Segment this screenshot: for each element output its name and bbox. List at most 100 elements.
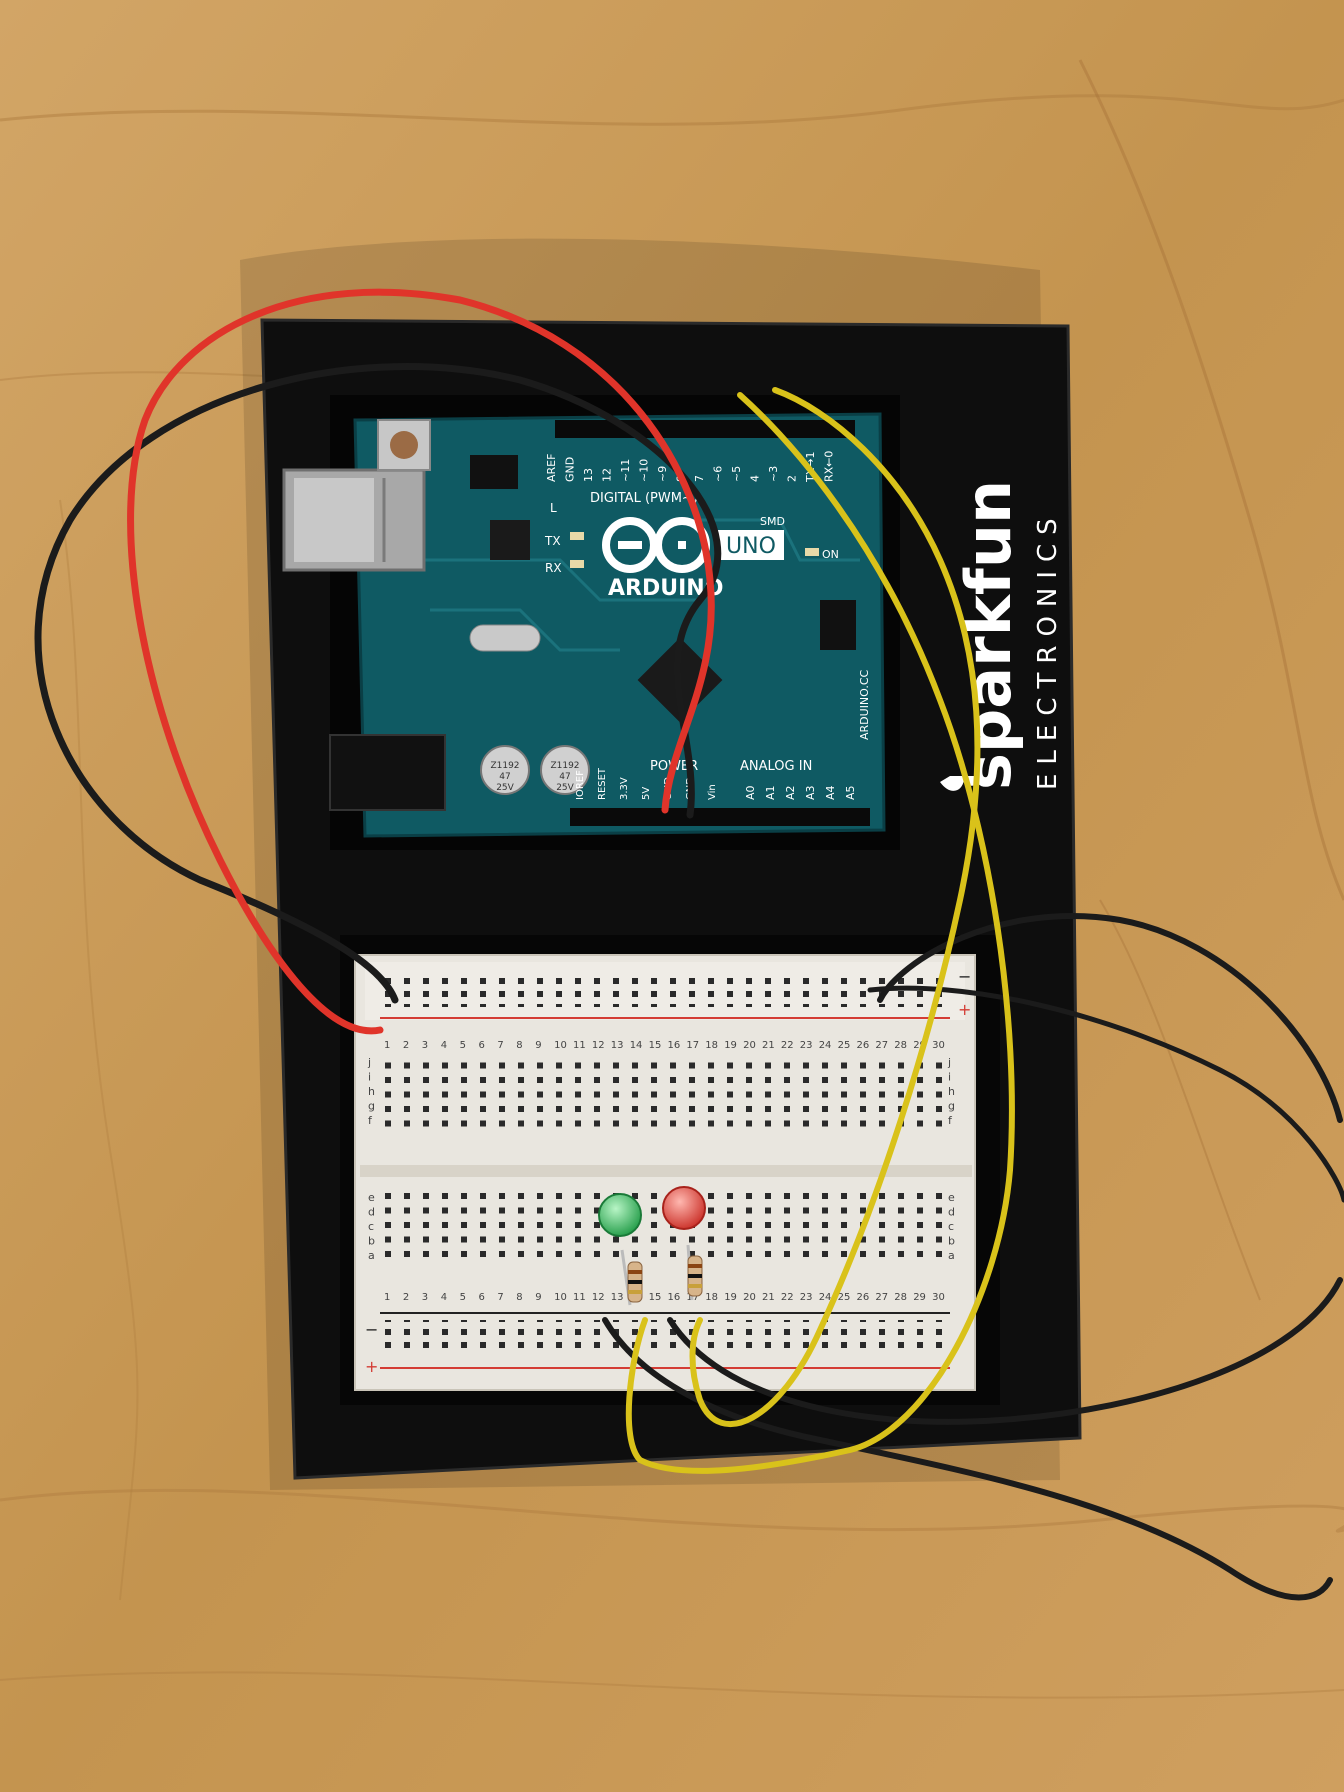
on-led [805,548,819,556]
usb-b-connector[interactable] [282,468,426,572]
top-terminal-holes[interactable] [378,1055,943,1130]
digital-pin-label: 4 [749,475,762,482]
breadboard-column-number-top: 19 [724,1040,737,1051]
yellow-wire-signal-2 [689,387,981,1428]
tx-led [570,532,584,540]
led-red [662,1186,706,1230]
tx-label: TX [544,534,561,548]
analog-section-label: ANALOG IN [740,759,812,774]
usb-chip [490,520,530,560]
breadboard-column-number-top: 30 [932,1040,945,1051]
breadboard-row-letter-top-right: j [947,1056,951,1069]
breadboard-row-letter-bottom: e [368,1191,375,1204]
digital-pin-label: ~10 [638,459,651,482]
breadboard-row-letter-top-right: g [948,1100,955,1113]
breadboard-column-number-bottom: 20 [743,1292,756,1303]
breadboard-column-number-top: 12 [592,1040,605,1051]
breadboard-column-number-top: 20 [743,1040,756,1051]
breadboard-row-letter-top-right: h [948,1085,955,1098]
rx-label: RX [545,561,562,575]
breadboard-column-number-bottom: 15 [649,1292,662,1303]
top-rail-holes[interactable] [380,975,950,1007]
breadboard-row-letter-bottom: d [368,1206,375,1219]
cap-2-voltage: 25V [556,783,574,793]
breadboard-column-number-top: 17 [686,1040,699,1051]
digital-header[interactable] [555,420,855,438]
breadboard-row-letter-bottom-right: b [948,1235,955,1248]
breadboard-column-number-bottom: 1 [384,1292,390,1303]
breadboard-row-letter-bottom-right: c [948,1220,954,1233]
cap-2-value: 47 [559,772,570,782]
digital-pin-label: ~3 [767,466,780,482]
breadboard-column-number-bottom: 8 [516,1292,522,1303]
analog-pin-label: A2 [784,785,797,800]
power-pin-label: 5V [641,787,652,800]
rx-led [570,560,584,568]
analog-pin-label: A3 [804,785,817,800]
breadboard-column-number-bottom: 12 [592,1292,605,1303]
breadboard-row-letter-bottom-right: e [948,1191,955,1204]
breadboard-column-number-bottom: 19 [724,1292,737,1303]
icsp-header [470,455,856,650]
cap-2-label: Z1192 [550,761,579,771]
breadboard-column-number-top: 5 [460,1040,466,1051]
breadboard-column-number-bottom: 10 [554,1292,567,1303]
breadboard-column-number-top: 22 [781,1040,794,1051]
power-pin-label: 3.3V [619,777,630,800]
breadboard-column-number-top: 28 [894,1040,907,1051]
breadboard-column-number-top: 1 [384,1040,390,1051]
breadboard-column-number-top: 6 [479,1040,485,1051]
reset-button[interactable] [377,419,431,471]
breadboard-column-number-bottom: 9 [535,1292,541,1303]
breadboard-column-number-top: 3 [422,1040,428,1051]
breadboard-column-number-top: 4 [441,1040,447,1051]
breadboard-row-letter-bottom-right: a [948,1249,955,1262]
breadboard-row-letter-bottom: b [368,1235,375,1248]
breadboard: − + − + 11223344556677889910101111121213… [354,954,976,1391]
uno-model-text: UNO [726,534,776,559]
breadboard-labels: 1122334455667788991010111112121313141415… [367,1040,955,1303]
breadboard-column-number-top: 8 [516,1040,522,1051]
breadboard-column-number-bottom: 11 [573,1292,586,1303]
cap-1-label: Z1192 [490,761,519,771]
analog-pin-label: A4 [824,785,837,800]
breadboard-column-number-bottom: 4 [441,1292,447,1303]
digital-section-label: DIGITAL (PWM~) [590,491,698,506]
cap-1-value: 47 [499,772,510,782]
dc-power-jack[interactable] [329,734,446,811]
power-pin-label: Vin [707,784,718,800]
top-rail-minus: − [958,967,971,986]
yellow-wire-signal-1 [625,392,1015,1474]
breadboard-column-number-top: 24 [819,1040,832,1051]
arduino-infinity-logo [602,517,710,573]
black-wire-right-rail [867,985,1344,1203]
digital-pin-label: RX←0 [823,451,836,482]
analog-pin-label: A1 [764,785,777,800]
bottom-rail-holes[interactable] [380,1320,950,1352]
breadboard-column-number-bottom: 7 [497,1292,503,1303]
analog-pin-label: A0 [744,785,757,800]
breadboard-row-letter-top: g [368,1100,375,1113]
breadboard-row-letter-bottom: a [368,1249,375,1262]
breadboard-column-number-top: 27 [875,1040,888,1051]
red-wire-5v [127,288,715,1035]
bottom-terminal-holes[interactable] [378,1190,943,1265]
resistor-1 [627,1261,643,1303]
power-header[interactable] [570,808,750,826]
analog-header[interactable] [740,808,870,826]
digital-pin-label: AREF [545,454,558,482]
breadboard-column-number-top: 21 [762,1040,775,1051]
sparkfun-brand-sub: ELECTRONICS [1033,509,1063,790]
breadboard-column-number-top: 13 [611,1040,624,1051]
top-rail-plus: + [958,1000,971,1019]
black-wire-led-2 [667,1277,1343,1425]
breadboard-column-number-top: 29 [913,1040,926,1051]
breadboard-row-letter-bottom-right: d [948,1206,955,1219]
bottom-rail-minus: − [365,1320,378,1339]
breadboard-column-number-bottom: 16 [668,1292,681,1303]
arduino-site-text: ARDUINO.CC [858,669,871,740]
crystal-oscillator [469,624,541,652]
